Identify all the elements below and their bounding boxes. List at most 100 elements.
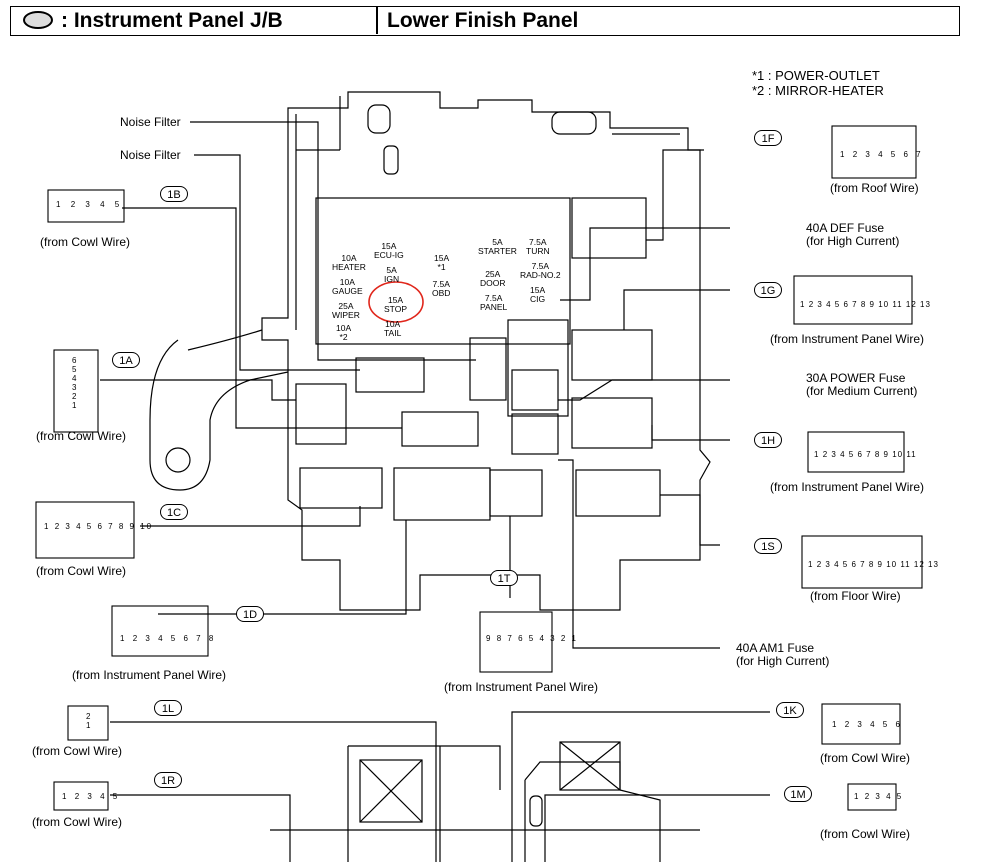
pin: 5 (882, 720, 891, 729)
fuse-amp: 10A (385, 319, 401, 329)
connector-1k-badge: 1K (776, 702, 804, 718)
pin: 5 (890, 150, 899, 159)
fuse-name: TAIL (384, 328, 402, 338)
pin: 11 (892, 300, 903, 309)
pin: 8 (874, 450, 881, 459)
pin: 8 (860, 300, 867, 309)
pin: 5 (842, 560, 849, 569)
pin: 3 (72, 383, 77, 392)
fuse-amp: 7.5A (531, 261, 550, 271)
connector-1m-pins: 1 2 3 4 5 (854, 792, 903, 801)
fuse-name: STOP (384, 304, 407, 314)
connector-1g-badge: 1G (754, 282, 782, 298)
pin: 7 (196, 634, 204, 643)
stop-fuse-highlight (368, 281, 424, 323)
pin: 6 (857, 450, 863, 459)
pin: 7 (108, 522, 115, 531)
fuse-name: DOOR (480, 278, 506, 288)
pin: 3 (875, 792, 882, 801)
pin: 6 (851, 560, 857, 569)
connector-1s-body (801, 535, 923, 589)
fuse-name: CIG (530, 294, 546, 304)
connector-1l-body (67, 705, 109, 741)
pin: 1 (814, 450, 820, 459)
footnote-1: *1 : POWER-OUTLET (752, 68, 880, 83)
header-bar: : Instrument Panel J/B Lower Finish Pane… (10, 6, 960, 36)
pin: 3 (831, 450, 837, 459)
pin: 1 (62, 792, 70, 801)
connector-1b-source: (from Cowl Wire) (40, 235, 130, 249)
pin: 10 (892, 450, 904, 459)
pin: 4 (100, 792, 108, 801)
fuse-name: PANEL (480, 302, 508, 312)
pin: 2 (70, 200, 80, 209)
connector-1t-body (479, 611, 553, 673)
pin: 9 (883, 450, 889, 459)
pin: 2 (86, 712, 91, 721)
pin: 7 (507, 634, 514, 643)
pin: 12 (905, 300, 917, 309)
connector-1c-pins: 1 2 3 4 5 6 7 8 9 10 (44, 522, 153, 531)
pin: 4 (870, 720, 878, 729)
connector-1f-source: (from Roof Wire) (830, 181, 919, 195)
connector-1f-badge: 1F (754, 130, 782, 146)
header-left: : Instrument Panel J/B (23, 7, 373, 34)
fuse-name: HEATER (332, 262, 366, 272)
pin: 2 (864, 792, 872, 801)
connector-1a-source: (from Cowl Wire) (36, 429, 126, 443)
pin: 1 (120, 634, 128, 643)
fuse-amp: 5A (492, 237, 503, 247)
pin: 4 (72, 374, 77, 383)
pin: 2 (852, 150, 861, 159)
connector-1m-body (847, 783, 897, 811)
pin: 9 (129, 522, 136, 531)
power-fuse-sub-label: (for Medium Current) (806, 384, 918, 398)
pin: 6 (183, 634, 191, 643)
connector-1d-body (111, 605, 209, 657)
connector-1s-pins: 1 2 3 4 5 6 7 8 9 10 11 12 13 (808, 560, 939, 569)
connector-1r-pins: 1 2 3 4 5 (62, 792, 120, 801)
connector-1l-badge: 1L (154, 700, 182, 716)
fuse-amp: 7.5A (432, 279, 450, 289)
noise-filter-label-2: Noise Filter (120, 148, 181, 162)
pin: 4 (886, 792, 893, 801)
connector-1k-source: (from Cowl Wire) (820, 751, 910, 765)
pin: 1 (854, 792, 861, 801)
pin: 5 (72, 365, 77, 374)
connector-1g-body (793, 275, 913, 325)
pin: 4 (834, 560, 840, 569)
fuse-name: *2 (339, 332, 348, 342)
pin: 3 (85, 200, 94, 209)
fuse-amp: 15A (530, 285, 546, 295)
pin: 1 (800, 300, 806, 309)
pin: 13 (928, 560, 939, 569)
fuse-name: GAUGE (332, 286, 363, 296)
connector-1t-source: (from Instrument Panel Wire) (444, 680, 599, 694)
fuse-amp: 10A (339, 277, 355, 287)
connector-1c-source: (from Cowl Wire) (36, 564, 126, 578)
fuse-amp: 10A (341, 253, 357, 263)
connector-1k-pins: 1 2 3 4 5 6 (832, 720, 903, 729)
pin: 3 (145, 634, 153, 643)
connector-1d-source: (from Instrument Panel Wire) (72, 668, 227, 682)
connector-1r-badge: 1R (154, 772, 182, 788)
pin: 2 (72, 392, 77, 401)
pin: 10 (886, 560, 898, 569)
pin: 7 (860, 560, 866, 569)
pin: 9 (869, 300, 875, 309)
fuse-name: OBD (432, 288, 451, 298)
fuse-amp: 7.5A (529, 237, 547, 247)
footnote-2: *2 : MIRROR-HEATER (752, 83, 884, 98)
fuse-amp: 25A (338, 301, 354, 311)
fuse-amp: 25A (485, 269, 501, 279)
